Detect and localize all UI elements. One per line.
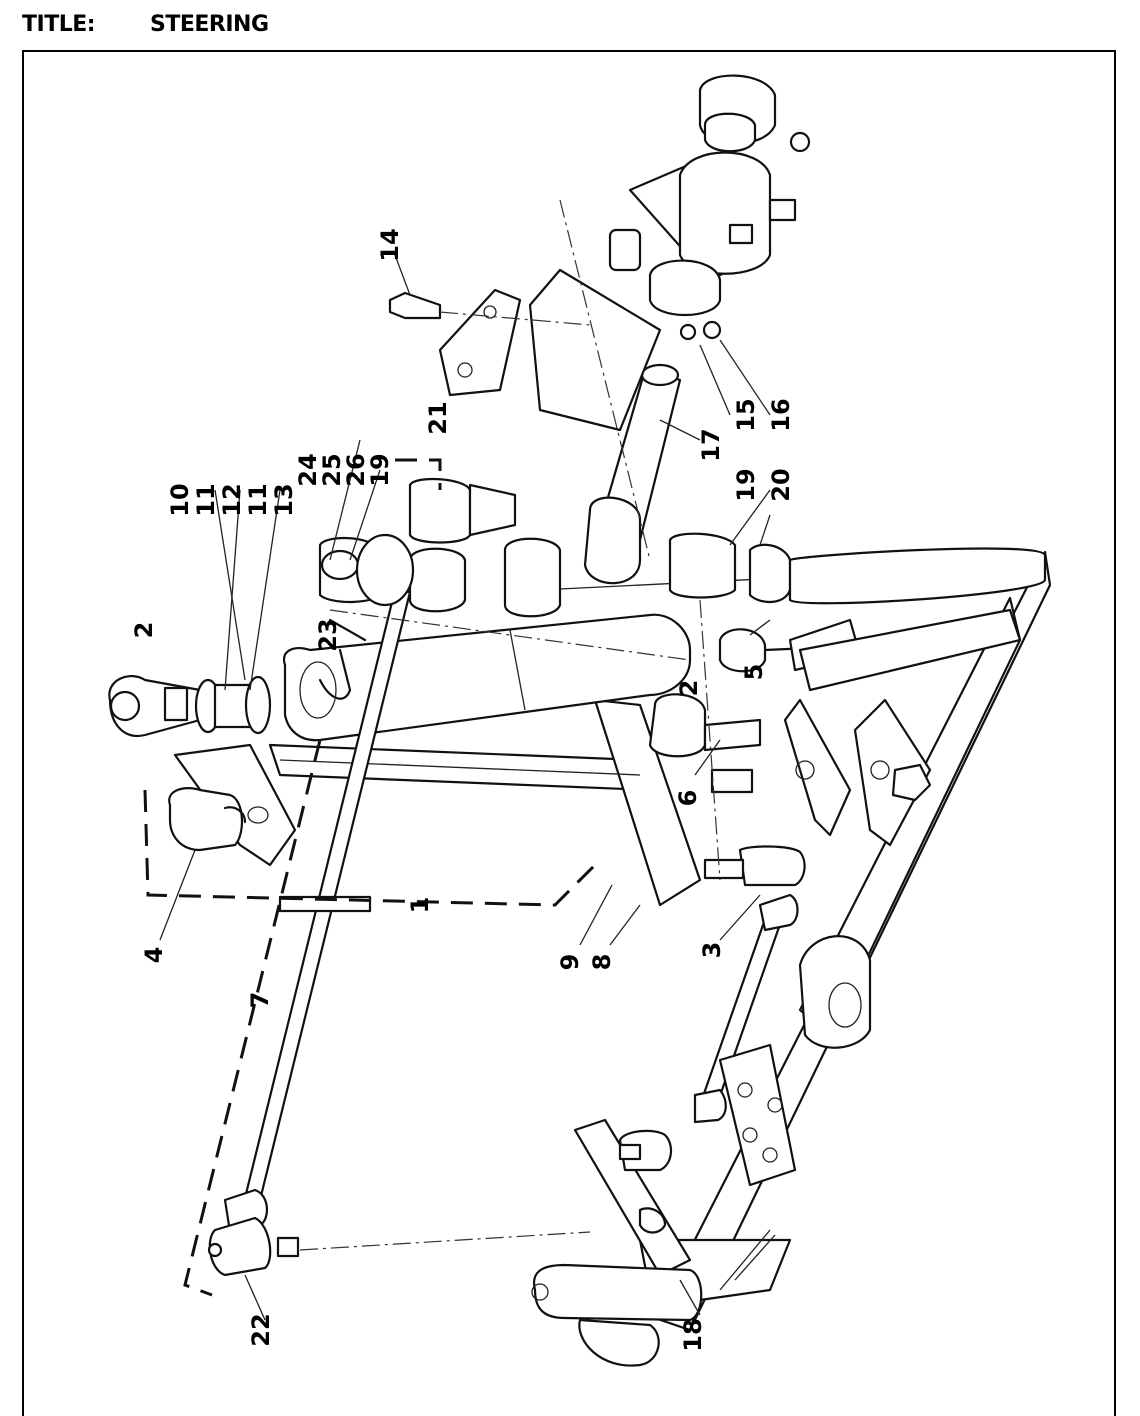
callout-numbers: 1 2 2 3 4 5 6 7 8 9 10 11 12 11 13 14 15… (130, 228, 795, 1351)
callout-7: 7 (246, 992, 274, 1009)
callout-6: 6 (674, 790, 702, 807)
reference-dashes (143, 458, 602, 1297)
callout-17: 17 (697, 428, 725, 461)
callout-22: 22 (247, 1313, 275, 1346)
diagram-frame (22, 50, 1116, 1416)
bracket-plate-lower (718, 935, 872, 1187)
callout-11-a: 11 (192, 483, 220, 516)
lower-knuckle (531, 1118, 703, 1367)
callout-19-left: 19 (366, 453, 394, 486)
sleeve-bushings (318, 477, 1047, 642)
callout-10: 10 (166, 483, 194, 516)
callout-2-mid: 2 (675, 680, 703, 697)
callout-11-b: 11 (244, 483, 272, 516)
pitman-plates (783, 698, 932, 847)
callout-24: 24 (294, 453, 322, 486)
callout-8: 8 (588, 954, 616, 971)
center-lines (299, 199, 721, 1251)
callout-14: 14 (376, 228, 404, 261)
callout-13: 13 (270, 483, 298, 516)
callout-5: 5 (740, 664, 768, 681)
callout-1: 1 (406, 897, 434, 914)
callout-19-right: 19 (732, 468, 760, 501)
callout-25: 25 (318, 453, 346, 486)
callout-12: 12 (218, 483, 246, 516)
callout-20: 20 (767, 468, 795, 501)
spindle-and-hub (583, 74, 811, 585)
page-header: TITLE: STEERING (22, 8, 269, 40)
callout-26: 26 (342, 453, 370, 486)
callout-21: 21 (424, 401, 452, 434)
page-title: STEERING (150, 11, 269, 37)
callout-15: 15 (732, 398, 760, 431)
callout-23: 23 (314, 618, 342, 651)
leader-lines (159, 254, 771, 1321)
callout-18: 18 (679, 1318, 707, 1351)
callout-2-top: 2 (130, 622, 158, 639)
callout-16: 16 (767, 398, 795, 431)
steering-shaft-top (108, 608, 1022, 794)
callout-3: 3 (698, 942, 726, 959)
mounting-plates (388, 268, 662, 432)
title-label: TITLE: (22, 11, 96, 37)
left-bracket-assembly (168, 743, 297, 867)
callout-4: 4 (140, 947, 168, 964)
callout-9: 9 (556, 954, 584, 971)
